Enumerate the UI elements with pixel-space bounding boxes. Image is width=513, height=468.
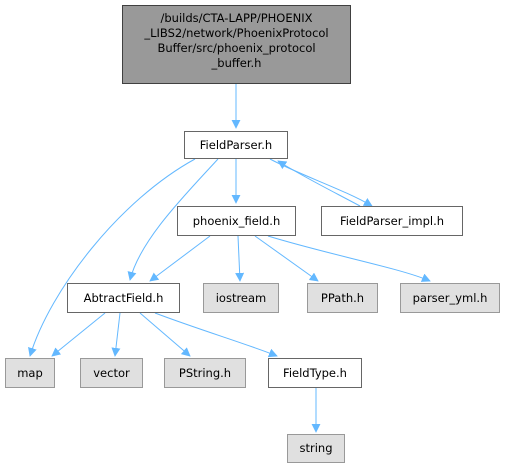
edge-phoenix_field-parser_yml: [267, 235, 431, 282]
node-abtractfield-h[interactable]: AbtractField.h: [67, 283, 180, 313]
edge-fieldparser-abtractfield: [127, 158, 219, 281]
node-vector-label: vector: [93, 365, 130, 380]
node-main-label-line-3: Buffer/src/phoenix_protocol: [157, 41, 316, 55]
node-vector[interactable]: vector: [80, 358, 143, 388]
edge-abtractfield-map: [51, 312, 106, 357]
edge-fieldparser_impl-fieldparser: [277, 160, 361, 207]
node-fieldparser-h[interactable]: FieldParser.h: [184, 131, 288, 159]
node-phoenix-field-label: phoenix_field.h: [192, 213, 281, 228]
node-main-label: /builds/CTA-LAPP/PHOENIX _LIBS2/network/…: [144, 11, 328, 71]
node-iostream-label: iostream: [215, 290, 267, 305]
edge-abtractfield-fieldtype: [154, 312, 278, 358]
node-parser-yml-label: parser_yml.h: [412, 290, 488, 305]
node-string-label: string: [299, 441, 333, 455]
edge-phoenix_field-iostream: [235, 235, 245, 282]
node-fieldparser-label: FieldParser.h: [199, 137, 273, 152]
node-iostream[interactable]: iostream: [203, 283, 279, 313]
node-fieldparser-impl-h[interactable]: FieldParser_impl.h: [321, 206, 463, 236]
node-phoenix-field-h[interactable]: phoenix_field.h: [177, 206, 296, 236]
node-pstring-h[interactable]: PString.h: [164, 358, 246, 388]
node-string[interactable]: string: [287, 434, 345, 463]
node-map-label: map: [17, 365, 43, 380]
edge-fieldparser-map: [28, 158, 196, 357]
node-map[interactable]: map: [5, 358, 55, 388]
node-main-label-line-2: _LIBS2/network/PhoenixProtocol: [144, 26, 329, 40]
edge-phoenix_field-ppath: [254, 235, 319, 282]
node-fieldtype-h[interactable]: FieldType.h: [268, 358, 362, 388]
node-main-label-line-4: _buffer.h: [211, 56, 262, 70]
edge-abtractfield-vector: [111, 312, 121, 357]
node-fieldtype-label: FieldType.h: [283, 365, 347, 380]
edge-abtractfield-pstring: [139, 312, 191, 357]
node-ppath-h[interactable]: PPath.h: [307, 283, 378, 313]
node-pstring-label: PString.h: [178, 365, 232, 380]
node-abtractfield-label: AbtractField.h: [83, 290, 164, 305]
node-parser-yml-h[interactable]: parser_yml.h: [400, 283, 500, 313]
node-ppath-label: PPath.h: [320, 290, 365, 305]
node-fieldparser-impl-label: FieldParser_impl.h: [339, 213, 445, 228]
edge-phoenix_field-abtractfield: [149, 235, 211, 282]
node-main-label-line-1: /builds/CTA-LAPP/PHOENIX: [160, 11, 313, 25]
node-phoenix-protocol-buffer-h[interactable]: /builds/CTA-LAPP/PHOENIX _LIBS2/network/…: [122, 5, 351, 84]
